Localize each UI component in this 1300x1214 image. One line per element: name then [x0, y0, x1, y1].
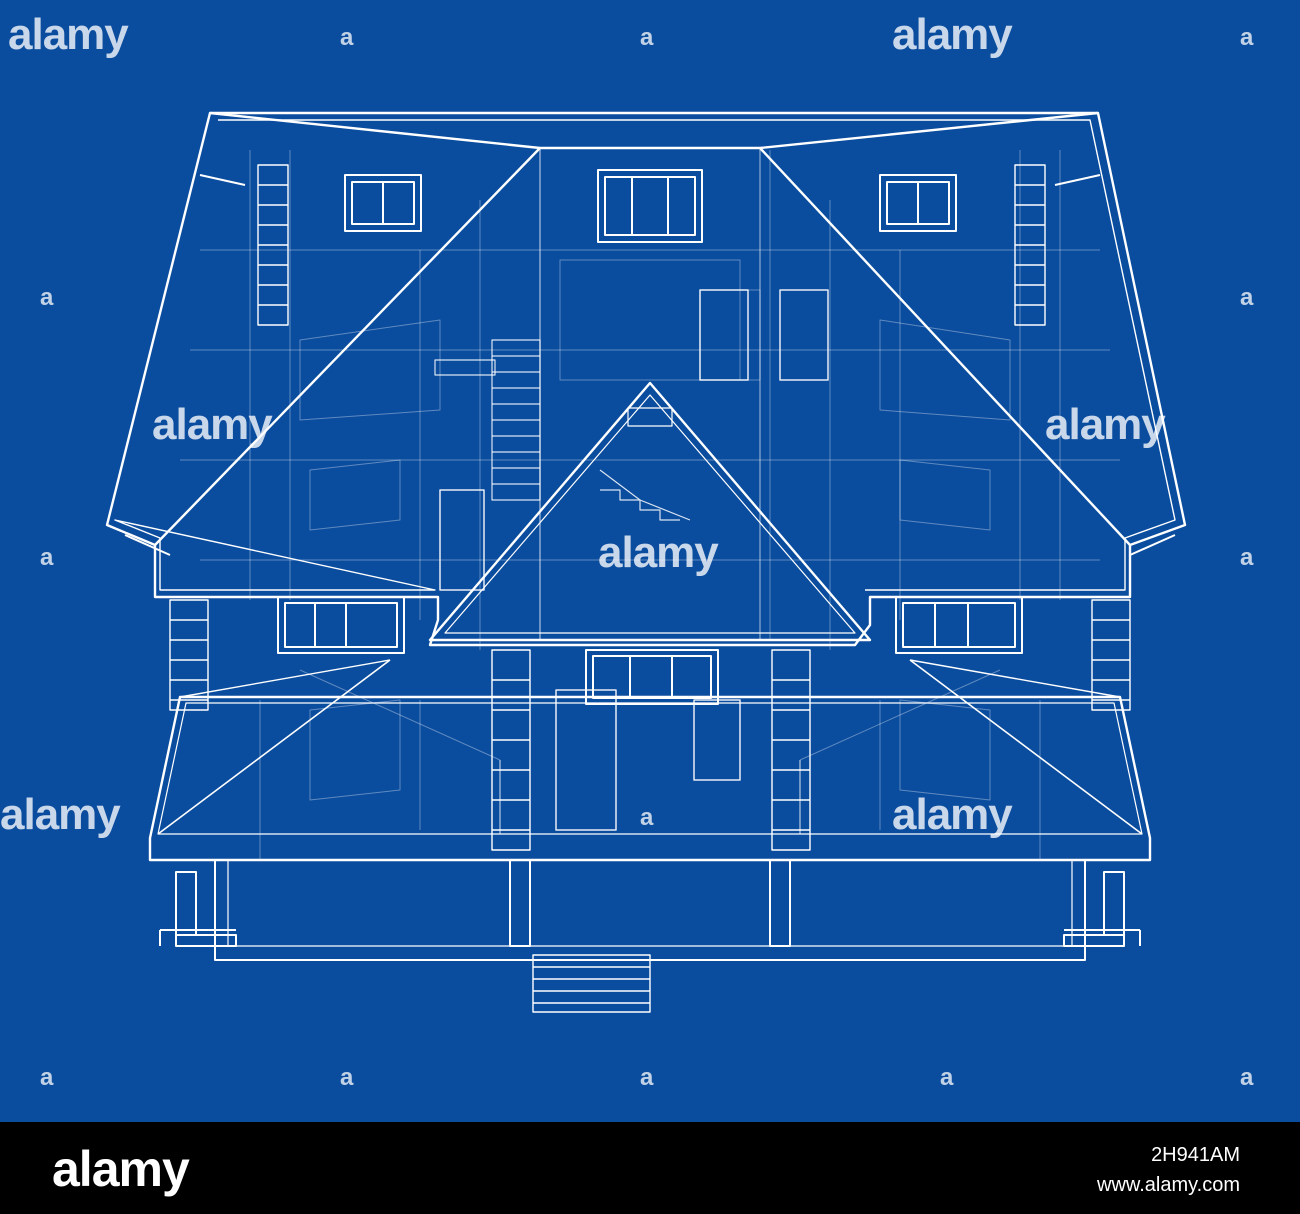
- watermark-mark: a: [1240, 544, 1254, 571]
- image-meta: 2H941AM www.alamy.com: [1097, 1140, 1240, 1200]
- watermark-mark: a: [40, 284, 54, 311]
- porch: [159, 859, 1141, 1013]
- watermark-mark: a: [640, 24, 654, 51]
- watermark-mark: a: [640, 804, 654, 831]
- watermark-text: alamy: [0, 790, 121, 839]
- watermark-text: alamy: [892, 790, 1013, 839]
- front-gable: [428, 381, 872, 642]
- watermark-text: alamy: [8, 10, 129, 59]
- stairs: [434, 339, 691, 521]
- alamy-logo: alamy: [52, 1141, 190, 1197]
- footer-bar: alamy 2H941AM www.alamy.com: [0, 1122, 1300, 1214]
- house-wireframe: [105, 111, 1187, 1013]
- watermark-mark: a: [40, 544, 54, 571]
- watermark-mark: a: [1240, 284, 1254, 311]
- brick-pillars: [169, 164, 1131, 851]
- main-roof: [105, 111, 1187, 647]
- watermark-mark: a: [1240, 1064, 1254, 1091]
- lower-roof: [148, 659, 1152, 862]
- image-id: 2H941AM: [1151, 1144, 1240, 1166]
- watermark-mark: a: [340, 24, 354, 51]
- watermark-text: alamy: [1045, 400, 1166, 449]
- watermark-mark: a: [340, 1064, 354, 1091]
- watermark-mark: a: [40, 1064, 54, 1091]
- watermark-mark: a: [1240, 24, 1254, 51]
- watermark-text: alamy: [598, 528, 719, 577]
- blueprint-image: alamy alamy alamy alamy alamy alamy alam…: [0, 0, 1300, 1122]
- site-url: www.alamy.com: [1097, 1174, 1240, 1196]
- watermark-text: alamy: [892, 10, 1013, 59]
- middle-windows: [277, 596, 1023, 705]
- watermark-text: alamy: [152, 400, 273, 449]
- watermark-mark: a: [640, 1064, 654, 1091]
- watermark-mark: a: [940, 1064, 954, 1091]
- interior-lines: [180, 150, 1120, 860]
- upper-windows: [344, 169, 957, 243]
